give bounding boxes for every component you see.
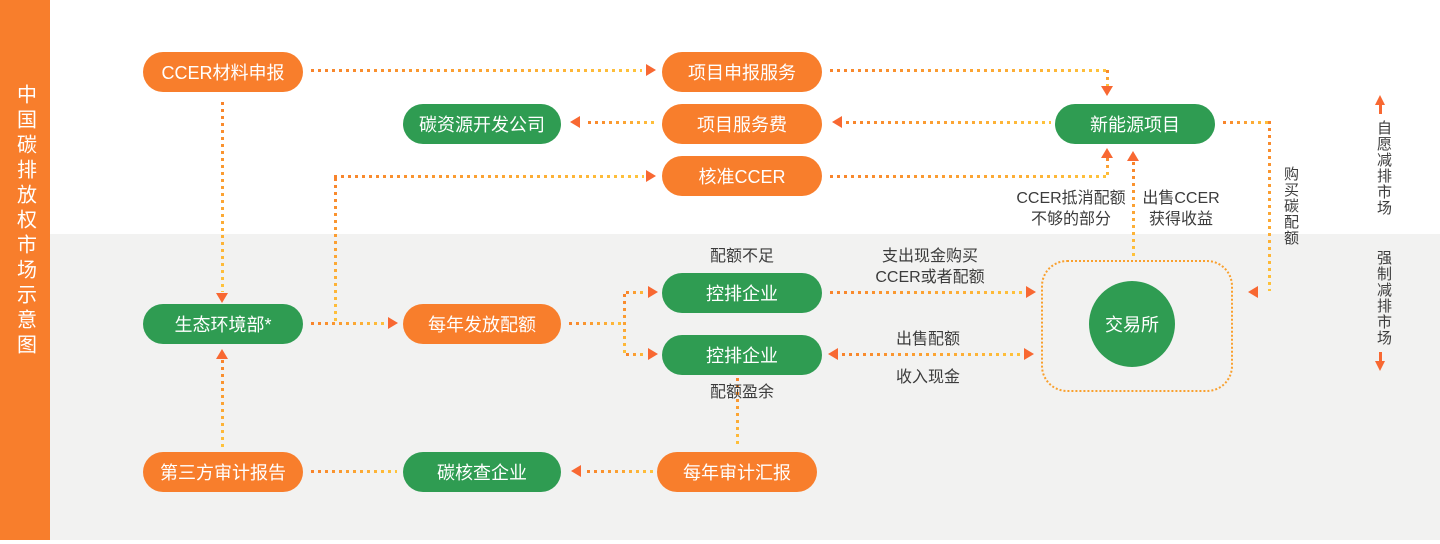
label-ccer-offset-line1: CCER抵消配额 xyxy=(1016,190,1126,207)
arrowhead-left-icon xyxy=(828,348,838,360)
page-title: 中国碳排放权市场示意图 xyxy=(13,84,36,359)
label-ccer-offset: CCER抵消配额 不够的部分 xyxy=(991,188,1151,230)
arrowhead-right-icon xyxy=(1026,286,1036,298)
arrowhead-up-icon xyxy=(1127,151,1139,161)
arrowhead-down-icon xyxy=(216,293,228,303)
voluntary-up-arrow-icon xyxy=(1375,95,1385,105)
edge-audit-report-to-verification xyxy=(587,470,653,473)
edge-approved-ccer-to-new-energy-v xyxy=(1106,158,1109,176)
edge-ccer-material-to-ministry xyxy=(221,102,224,292)
node-carbon-verification: 碳核查企业 xyxy=(403,452,561,492)
label-pay-cash-line1: 支出现金购买 xyxy=(881,248,978,265)
edge-ministry-to-annual-quota xyxy=(311,322,387,325)
arrowhead-left-icon xyxy=(1248,286,1258,298)
node-ministry: 生态环境部* xyxy=(143,304,303,344)
label-pay-cash-line2: CCER或者配额 xyxy=(875,269,985,286)
edge-new-energy-to-exchange-v xyxy=(1268,121,1271,291)
node-project-fee: 项目服务费 xyxy=(662,104,822,144)
node-new-energy: 新能源项目 xyxy=(1055,104,1215,144)
node-carbon-dev-company: 碳资源开发公司 xyxy=(403,104,561,144)
node-annual-audit-report: 每年审计汇报 xyxy=(657,452,817,492)
edge-project-apply-to-new-energy-v xyxy=(1106,70,1109,86)
edge-exchange-to-new-energy xyxy=(1132,162,1135,258)
arrowhead-right-icon xyxy=(388,317,398,329)
node-ccer-material: CCER材料申报 xyxy=(143,52,303,92)
exchange-container xyxy=(1041,260,1233,392)
arrowhead-down-icon xyxy=(1101,86,1113,96)
edge-third-party-to-ministry xyxy=(221,360,224,448)
label-buy-carbon-quota: 购买碳配额 xyxy=(1282,166,1299,246)
edge-new-energy-to-exchange-h xyxy=(1223,121,1271,124)
arrowhead-left-icon xyxy=(570,116,580,128)
mandatory-down-arrow-icon xyxy=(1375,361,1385,371)
edge-project-fee-to-carbon-dev xyxy=(588,121,658,124)
edge-branch-to-enterprise-bottom xyxy=(626,353,646,356)
label-receive-cash: 收入现金 xyxy=(895,369,960,386)
label-sell-ccer-line1: 出售CCER xyxy=(1142,190,1220,207)
node-annual-quota: 每年发放配额 xyxy=(403,304,561,344)
arrowhead-up-icon xyxy=(216,349,228,359)
node-exchange: 交易所 xyxy=(1089,281,1175,367)
voluntary-up-arrow-stem xyxy=(1379,103,1382,114)
label-sell-quota: 出售配额 xyxy=(895,331,960,348)
label-sell-ccer-line2: 获得收益 xyxy=(1148,211,1213,228)
edge-branch-to-enterprise-top xyxy=(626,291,646,294)
edge-verification-to-third-party xyxy=(311,470,397,473)
edge-ministry-to-approved-ccer-h xyxy=(334,175,644,178)
title-sidebar: 中国碳排放权市场示意图 xyxy=(0,0,50,540)
mandatory-down-arrow-stem xyxy=(1379,352,1382,363)
node-controlled-enterprise-short: 控排企业 xyxy=(662,273,822,313)
arrowhead-right-icon xyxy=(648,286,658,298)
arrowhead-up-icon xyxy=(1101,148,1113,158)
arrowhead-left-icon xyxy=(832,116,842,128)
edge-annual-quota-branch-v xyxy=(623,294,626,356)
label-voluntary-market: 自愿减排市场 xyxy=(1375,120,1392,216)
arrowhead-right-icon xyxy=(646,64,656,76)
label-sell-ccer: 出售CCER 获得收益 xyxy=(1101,188,1261,230)
arrowhead-left-icon xyxy=(571,465,581,477)
label-mandatory-market: 强制减排市场 xyxy=(1375,250,1392,346)
edge-enterprise-surplus-exchange xyxy=(842,353,1022,356)
node-approved-ccer: 核准CCER xyxy=(662,156,822,196)
edge-enterprise-surplus-to-audit-report xyxy=(736,378,739,448)
arrowhead-right-icon xyxy=(1024,348,1034,360)
node-third-party-audit: 第三方审计报告 xyxy=(143,452,303,492)
label-quota-short: 配额不足 xyxy=(709,248,774,265)
node-project-apply: 项目申报服务 xyxy=(662,52,822,92)
node-controlled-enterprise-surplus: 控排企业 xyxy=(662,335,822,375)
edge-enterprise-short-to-exchange xyxy=(830,291,1024,294)
label-pay-cash: 支出现金购买 CCER或者配额 xyxy=(850,246,1010,288)
label-quota-surplus: 配额盈余 xyxy=(709,384,774,401)
edge-project-apply-to-new-energy-h xyxy=(830,69,1108,72)
edge-ccer-material-to-project-apply xyxy=(311,69,642,72)
edge-ministry-to-approved-ccer-v xyxy=(334,178,337,324)
edge-approved-ccer-to-new-energy-h xyxy=(830,175,1108,178)
label-ccer-offset-line2: 不够的部分 xyxy=(1030,211,1111,228)
arrowhead-right-icon xyxy=(648,348,658,360)
edge-new-energy-to-project-fee xyxy=(846,121,1051,124)
arrowhead-right-icon xyxy=(646,170,656,182)
edge-annual-quota-branch-h xyxy=(569,322,625,325)
